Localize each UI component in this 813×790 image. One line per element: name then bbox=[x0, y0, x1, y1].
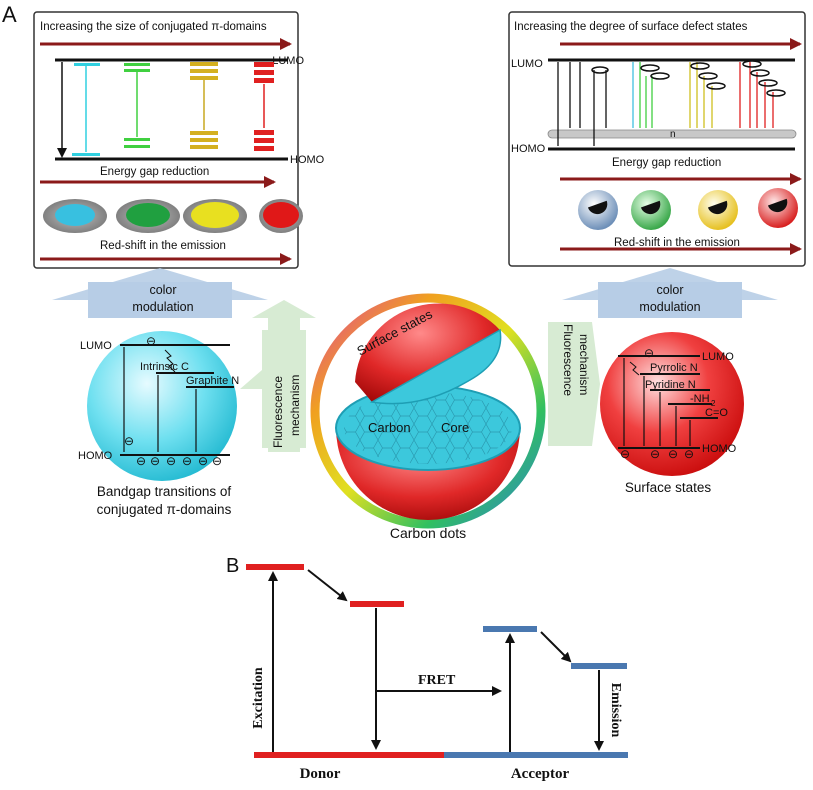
sphere-left-graphite: Graphite N bbox=[186, 375, 239, 387]
carbon-dot-illustration: Surface states Carbon Core Carbon dots bbox=[310, 293, 546, 541]
svg-text:⊖: ⊖ bbox=[212, 454, 222, 468]
sphere-left-intrinsic: Intrinsic C bbox=[140, 361, 189, 373]
sphere-right-minus-top: ⊖ bbox=[644, 346, 654, 360]
fret-label: FRET bbox=[418, 673, 456, 688]
right-transitions bbox=[557, 62, 774, 146]
color-mod-right-2: modulation bbox=[639, 300, 700, 314]
sphere-right-lumo: LUMO bbox=[702, 351, 734, 363]
fluo-right-1: Fluorescence bbox=[561, 324, 575, 396]
fret-diagram: Excitation FRET Emission Donor Acceptor bbox=[246, 564, 628, 782]
panel-b-label: B bbox=[226, 555, 239, 577]
color-mod-left-2: modulation bbox=[132, 300, 193, 314]
sphere-left-lumo: LUMO bbox=[80, 340, 112, 352]
excitation-label: Excitation bbox=[251, 667, 266, 729]
left-lumo-label: LUMO bbox=[272, 55, 304, 67]
right-n-label: n bbox=[670, 129, 676, 140]
panel-a-label: A bbox=[2, 2, 17, 27]
sphere-right-homo: HOMO bbox=[702, 443, 737, 455]
left-energy-box: Increasing the size of conjugated π-doma… bbox=[33, 11, 325, 269]
sphere-left-caption-2: conjugated π-domains bbox=[97, 502, 232, 517]
right-ball-row bbox=[578, 188, 798, 230]
left-bandgap-sphere: LUMO Intrinsic C Graphite N HOMO ⊖ ⊖ ⊖ ⊖… bbox=[78, 331, 239, 517]
emission-label: Emission bbox=[608, 683, 623, 738]
carbon-label: Carbon bbox=[368, 420, 411, 435]
core-label: Core bbox=[441, 420, 469, 435]
fluo-right-2: mechanism bbox=[577, 334, 591, 395]
fluorescence-left-arrow: Fluorescence mechanism bbox=[240, 300, 316, 452]
right-n-band bbox=[547, 129, 797, 139]
acceptor-label: Acceptor bbox=[511, 766, 570, 782]
right-energy-box: Increasing the degree of surface defect … bbox=[508, 11, 806, 267]
acceptor-relax-arrow bbox=[540, 631, 572, 663]
sphere-right-pyrrolic: Pyrrolic N bbox=[650, 362, 698, 374]
color-mod-right-1: color bbox=[656, 283, 683, 297]
right-emission-text: Red-shift in the emission bbox=[614, 237, 740, 249]
color-modulation-left: color modulation bbox=[52, 268, 268, 318]
sphere-left-homo-minus-row: ⊖ ⊖ ⊖ ⊖ ⊖ ⊖ bbox=[136, 454, 222, 468]
right-surface-sphere: LUMO Pyrrolic N Pyridine N -NH 2 C=O HOM… bbox=[600, 332, 744, 495]
right-gap-text: Energy gap reduction bbox=[612, 157, 721, 169]
sphere-right-caption: Surface states bbox=[625, 480, 712, 495]
svg-text:⊖: ⊖ bbox=[668, 447, 678, 461]
svg-text:⊖: ⊖ bbox=[198, 454, 208, 468]
fluo-left-2: mechanism bbox=[288, 375, 302, 436]
sphere-left-minus-2: ⊖ bbox=[124, 434, 134, 448]
donor-label: Donor bbox=[300, 766, 341, 782]
svg-text:⊖: ⊖ bbox=[684, 447, 694, 461]
svg-text:⊖: ⊖ bbox=[150, 454, 160, 468]
cyan-levels bbox=[72, 63, 100, 156]
sphere-left-homo: HOMO bbox=[78, 450, 113, 462]
donor-relax-arrow bbox=[307, 569, 348, 602]
svg-text:⊖: ⊖ bbox=[650, 447, 660, 461]
sphere-right-homo-minus-row: ⊖ ⊖ ⊖ ⊖ bbox=[620, 447, 694, 461]
left-emission-text: Red-shift in the emission bbox=[100, 240, 226, 252]
sphere-left-minus-1: ⊖ bbox=[146, 334, 156, 348]
red-levels bbox=[254, 62, 274, 151]
fluo-left-1: Fluorescence bbox=[271, 376, 285, 448]
sphere-left-caption-1: Bandgap transitions of bbox=[97, 484, 232, 499]
svg-text:⊖: ⊖ bbox=[620, 447, 630, 461]
sphere-right-co: C=O bbox=[705, 407, 728, 419]
left-dot-row bbox=[43, 199, 303, 233]
left-gap-text: Energy gap reduction bbox=[100, 166, 209, 178]
svg-text:⊖: ⊖ bbox=[136, 454, 146, 468]
color-mod-left-1: color bbox=[149, 283, 176, 297]
carbon-dots-caption: Carbon dots bbox=[390, 525, 466, 541]
left-homo-label: HOMO bbox=[290, 154, 325, 166]
sphere-right-nh2: -NH bbox=[690, 393, 710, 405]
right-box-title: Increasing the degree of surface defect … bbox=[514, 21, 748, 33]
fluorescence-right-arrow: Fluorescence mechanism bbox=[548, 322, 600, 446]
yellow-levels bbox=[190, 62, 218, 149]
sphere-right-nh2-sub: 2 bbox=[711, 399, 716, 408]
svg-text:⊖: ⊖ bbox=[182, 454, 192, 468]
svg-text:⊖: ⊖ bbox=[166, 454, 176, 468]
sphere-right-pyridine: Pyridine N bbox=[645, 379, 696, 391]
right-homo-label: HOMO bbox=[511, 143, 546, 155]
right-defect-rings bbox=[591, 60, 786, 97]
green-levels bbox=[124, 63, 150, 148]
right-lumo-label: LUMO bbox=[511, 58, 543, 70]
color-modulation-right: color modulation bbox=[562, 268, 778, 318]
left-box-title: Increasing the size of conjugated π-doma… bbox=[40, 21, 267, 33]
